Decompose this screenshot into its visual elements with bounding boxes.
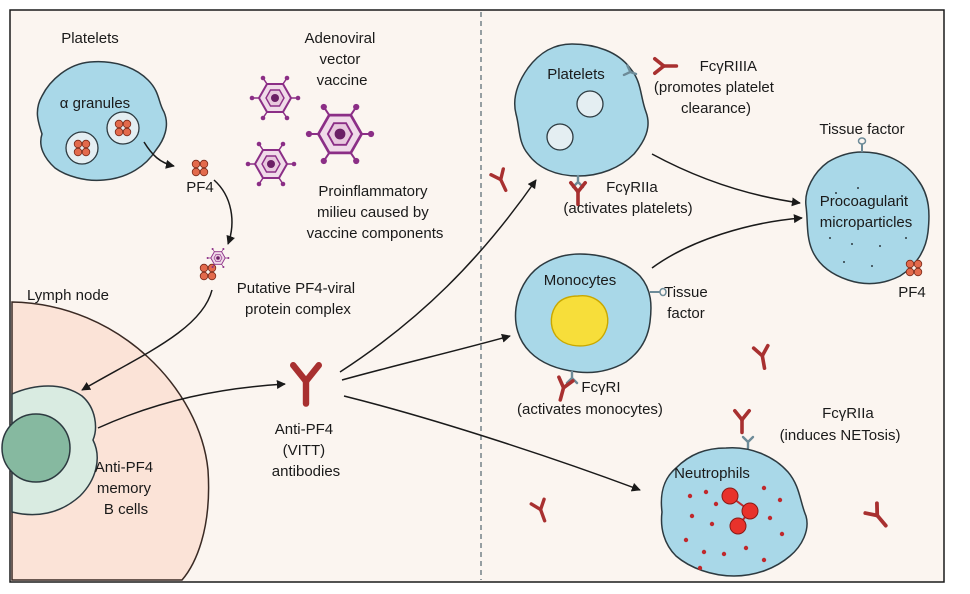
- arrow-pf4-to-complex: [213, 179, 235, 245]
- neutrophils-label: Neutrophils: [674, 465, 750, 482]
- neutrophil-nucleus: [721, 487, 759, 535]
- neutrophil-cell: [660, 447, 808, 577]
- arrow-antibody-to-platelets: [339, 179, 537, 373]
- alpha-granule-2: [106, 111, 140, 145]
- complex-label: Putative PF4-viral protein complex: [237, 280, 360, 318]
- tissue-factor-monocyte: [650, 287, 667, 297]
- arrow-antibody-to-monocytes: [341, 333, 511, 381]
- milieu-label: Proinflammatory milieu caused by vaccine…: [307, 183, 444, 242]
- fcgr2a-neutrophil-label: FcγRIIa (induces NETosis): [780, 405, 901, 444]
- lymph-node-label: Lymph node: [27, 287, 109, 304]
- fcgr2a-platelet-label: FcγRIIa (activates platelets): [563, 179, 692, 217]
- microparticle-specks: [829, 187, 907, 267]
- neutrophil-granules: [683, 485, 785, 571]
- lymph-node: [11, 301, 210, 581]
- fcgr3a-label: FcγRIIIA (promotes platelet clearance): [654, 58, 778, 117]
- arrow-platelets-to-microparticles: [651, 153, 801, 207]
- tissue-factor-monocyte-label: Tissue factor: [664, 284, 712, 322]
- b-cell-nucleus: [1, 413, 71, 483]
- antibody-label: Anti-PF4 (VITT) antibodies: [272, 421, 340, 480]
- arrow-granule-to-pf4: [143, 141, 175, 169]
- platelets-label-right: Platelets: [547, 66, 605, 83]
- monocytes-label: Monocytes: [544, 272, 617, 289]
- pf4-label-left: PF4: [186, 179, 214, 196]
- monocyte-nucleus: [550, 295, 609, 347]
- tissue-factor-microparticle: [857, 137, 867, 152]
- arrow-bcell-to-antibody: [97, 380, 286, 429]
- platelet-granule-1: [576, 90, 604, 118]
- fcgr1-label: FcγRI (activates monocytes): [517, 379, 663, 418]
- pf4-label-right: PF4: [898, 284, 926, 301]
- arrow-monocytes-to-microparticles: [651, 214, 803, 269]
- arrow-antibody-to-neutrophils: [343, 395, 641, 492]
- microparticle-cell: [805, 151, 930, 285]
- platelets-label-left: Platelets: [61, 30, 119, 47]
- b-cell-label: Anti-PF4 memory B cells: [95, 459, 158, 518]
- alpha-granule-1: [65, 131, 99, 165]
- platelet-granule-2: [546, 123, 574, 151]
- microparticles-label: Procoagulant microparticles: [820, 193, 913, 231]
- arrow-complex-to-bcell: [81, 289, 213, 391]
- tissue-factor-top-label: Tissue factor: [819, 121, 904, 138]
- alpha-granules-label: α granules: [60, 95, 130, 112]
- vaccine-label: Adenoviral vector vaccine: [304, 30, 379, 89]
